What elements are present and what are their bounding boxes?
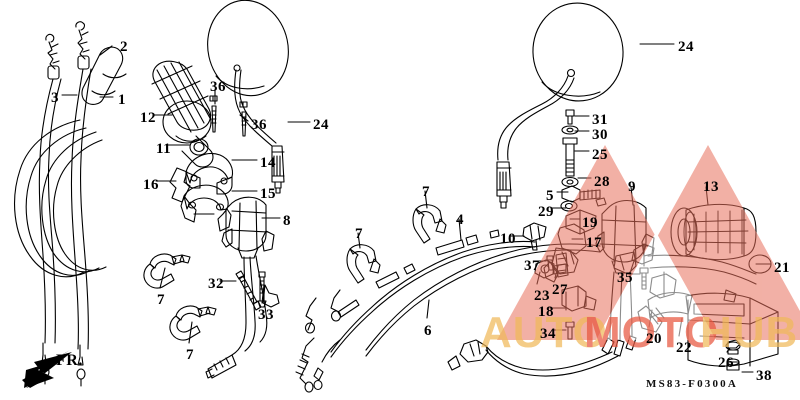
callout-number-8: 8: [283, 213, 291, 229]
callout-number-18: 18: [538, 304, 554, 320]
callout-number-36: 36: [210, 79, 226, 95]
callout-number-29: 29: [538, 204, 554, 220]
callout-number-3: 3: [51, 90, 59, 106]
callout-number-10: 10: [500, 231, 516, 247]
callout-leader-7: [357, 232, 361, 249]
callout-leader-4: [458, 218, 462, 241]
front-direction-arrow: [22, 350, 72, 388]
callout-number-32: 32: [208, 276, 224, 292]
callout-number-22: 22: [676, 340, 692, 356]
callout-number-11: 11: [156, 141, 172, 157]
callout-number-2: 2: [120, 39, 128, 55]
callout-leader-36: [239, 114, 249, 122]
callout-leader-2: [99, 45, 113, 56]
callout-number-24: 24: [678, 39, 694, 55]
callout-number-28: 28: [594, 174, 610, 190]
callout-number-9: 9: [628, 179, 636, 195]
callout-number-15: 15: [260, 186, 276, 202]
callout-number-7: 7: [186, 347, 194, 363]
callout-number-4: 4: [456, 212, 464, 228]
callout-number-24: 24: [313, 117, 329, 133]
callout-number-27: 27: [552, 282, 568, 298]
callout-number-38: 38: [756, 368, 772, 384]
callout-number-25: 25: [592, 147, 608, 163]
callout-number-37: 37: [524, 258, 540, 274]
callout-leader-22: [678, 317, 683, 337]
callout-number-6: 6: [424, 323, 432, 339]
callout-number-33: 33: [258, 307, 274, 323]
callout-number-20: 20: [646, 331, 662, 347]
callout-leader-6: [426, 299, 430, 319]
drawing-code: MS83-F0300A: [646, 378, 739, 390]
callout-number-13: 13: [703, 179, 719, 195]
callout-number-1: 1: [118, 92, 126, 108]
callout-leader-7: [424, 190, 428, 209]
callout-number-14: 14: [260, 155, 276, 171]
callout-number-7: 7: [355, 226, 363, 242]
callout-leader-33: [261, 284, 265, 304]
callout-number-35: 35: [617, 270, 633, 286]
callout-number-30: 30: [592, 127, 608, 143]
callout-number-12: 12: [140, 110, 156, 126]
callout-number-17: 17: [586, 235, 602, 251]
callout-leader-26: [726, 347, 731, 353]
callout-leader-7: [188, 321, 193, 344]
callout-number-34: 34: [540, 326, 556, 342]
callout-number-7: 7: [422, 184, 430, 200]
callout-number-7: 7: [157, 292, 165, 308]
callout-number-31: 31: [592, 112, 608, 128]
callout-leader-7: [159, 267, 166, 289]
callout-number-5: 5: [546, 188, 554, 204]
front-direction-label: FR.: [56, 352, 83, 369]
callout-number-19: 19: [582, 215, 598, 231]
callout-number-16: 16: [143, 177, 159, 193]
callout-number-21: 21: [774, 260, 790, 276]
callout-number-23: 23: [534, 288, 550, 304]
callout-number-36: 36: [251, 117, 267, 133]
callout-number-26: 26: [718, 355, 734, 371]
